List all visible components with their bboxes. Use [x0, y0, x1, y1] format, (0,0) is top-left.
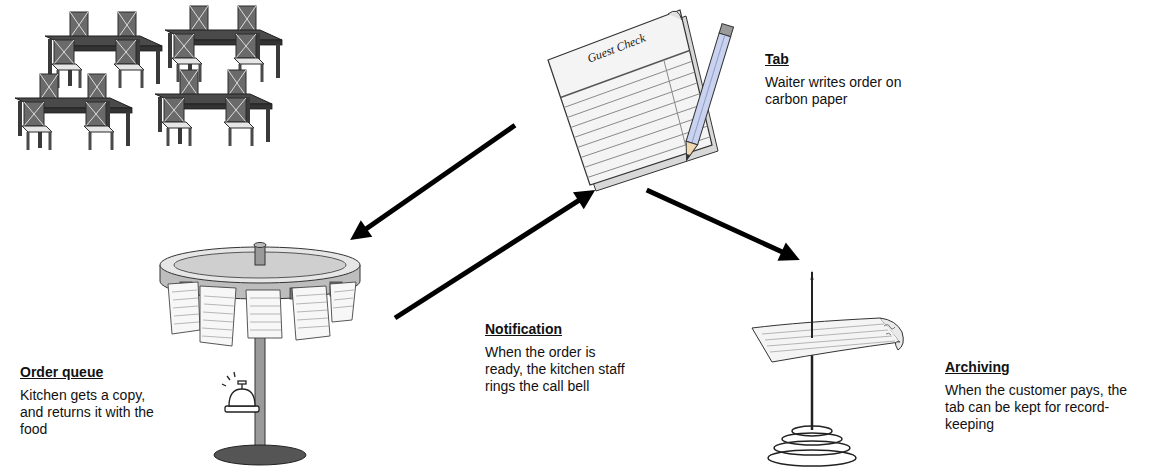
call-bell-icon [222, 372, 259, 412]
archiving-step: ArchivingWhen the customer pays, the tab… [750, 260, 1155, 469]
step-description: Waiter writes order on carbon paper [765, 74, 940, 108]
flow-arrow [647, 190, 800, 261]
flow-arrow [350, 125, 515, 240]
text-block: NotificationWhen the order is ready, the… [485, 320, 635, 395]
step-description: Kitchen gets a copy, and returns it with… [20, 387, 155, 438]
step-heading: Tab [765, 50, 940, 68]
restaurant-tables [15, 6, 282, 150]
arrow-shaft [647, 190, 784, 253]
arrow-head [573, 190, 595, 209]
text-block: TabWaiter writes order on carbon paper [765, 50, 940, 108]
tab-step: TabWaiter writes order on carbon paper [515, 5, 944, 190]
text-block: Order queueKitchen gets a copy, and retu… [20, 363, 155, 438]
order-wheel-illustration [160, 243, 360, 466]
step-heading: Archiving [945, 358, 1145, 376]
arrow-head [777, 243, 799, 261]
text-block: ArchivingWhen the customer pays, the tab… [945, 358, 1145, 433]
notepad-illustration [548, 10, 734, 191]
flow-arrow [395, 190, 595, 318]
order-spike-illustration [752, 270, 903, 466]
arrow-shaft [395, 200, 580, 318]
step-heading: Notification [485, 320, 635, 338]
step-description: When the order is ready, the kitchen sta… [485, 344, 635, 395]
notification-step: NotificationWhen the order is ready, the… [220, 318, 650, 418]
step-heading: Order queue [20, 363, 155, 381]
step-description: When the customer pays, the tab can be k… [945, 382, 1145, 433]
arrow-head [350, 220, 372, 240]
order-queue-step: Order queueKitchen gets a copy, and retu… [15, 240, 370, 469]
arrow-shaft [365, 125, 515, 229]
